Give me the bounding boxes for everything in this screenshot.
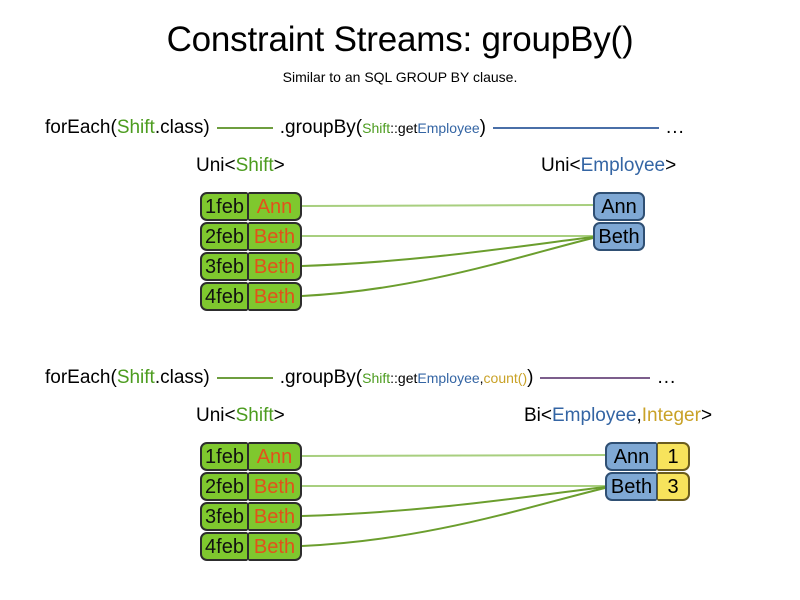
right-type-close-1: > [665, 155, 677, 176]
shift-row[interactable]: 4feb Beth [200, 282, 302, 311]
left-type-label-2: Uni<Shift> [196, 404, 285, 428]
employee-count-row[interactable]: Ann 1 [605, 442, 690, 471]
method-ref-separator: ::get [390, 120, 418, 136]
left-type-open-2: Uni< [196, 405, 236, 426]
shift-row[interactable]: 2feb Beth [200, 222, 302, 251]
shift-date-cell: 2feb [200, 222, 248, 251]
shift-row[interactable]: 2feb Beth [200, 472, 302, 501]
method-ref-separator: ::get [390, 370, 418, 386]
method-ref-owner: Shift [362, 370, 391, 386]
group-by-prefix: .groupBy( [279, 367, 363, 388]
for-each-suffix: .class) [154, 117, 210, 138]
right-type-label-1: Uni<Employee> [541, 154, 676, 178]
shift-employee-cell: Ann [248, 442, 302, 471]
right-type-open-2: Bi< [524, 405, 552, 426]
shift-date-cell: 4feb [200, 532, 248, 561]
link-4feb-beth [301, 237, 594, 297]
shift-date-cell: 1feb [200, 192, 248, 221]
shift-employee-cell: Beth [248, 222, 302, 251]
employee-row[interactable]: Ann [593, 192, 645, 221]
connector-green-2 [216, 377, 273, 379]
for-each-prefix: forEach( [45, 367, 117, 388]
shift-employee-cell: Beth [248, 532, 302, 561]
method-ref-target: Employee [417, 370, 480, 386]
employee-count-cell: 3 [657, 472, 690, 501]
shift-employee-cell: Ann [248, 192, 302, 221]
shift-date-cell: 3feb [200, 502, 248, 531]
for-each-type: Shift [116, 367, 155, 388]
employee-count-cell: 1 [657, 442, 690, 471]
code-line-groupby-count: forEach(Shift.class) .groupBy(Shift::get… [45, 365, 676, 391]
shift-employee-cell: Beth [248, 472, 302, 501]
left-type-close-2: > [273, 405, 285, 426]
right-type-generic-2: Employee [552, 405, 637, 426]
left-type-generic-2: Shift [235, 405, 274, 426]
shift-row[interactable]: 1feb Ann [200, 192, 302, 221]
for-each-prefix: forEach( [45, 117, 117, 138]
page-subtitle: Similar to an SQL GROUP BY clause. [282, 69, 518, 85]
employee-count-row[interactable]: Beth 3 [605, 472, 690, 501]
connector-purple-2 [540, 377, 651, 379]
page-title: Constraint Streams: groupBy() [166, 20, 634, 59]
argument-separator: , [479, 370, 484, 386]
left-type-generic-1: Shift [235, 155, 274, 176]
left-type-open-1: Uni< [196, 155, 236, 176]
connector-blue-1 [492, 127, 659, 129]
for-each-suffix: .class) [154, 367, 210, 388]
group-by-suffix: ) [527, 367, 534, 388]
link-1feb-ann [301, 204, 594, 207]
ellipsis-1: ... [665, 117, 685, 138]
shift-date-cell: 1feb [200, 442, 248, 471]
employee-row[interactable]: Beth [593, 222, 645, 251]
shift-date-cell: 3feb [200, 252, 248, 281]
code-line-groupby-single: forEach(Shift.class) .groupBy(Shift::get… [45, 115, 685, 141]
shift-date-cell: 2feb [200, 472, 248, 501]
connector-green-1 [216, 127, 273, 129]
right-type-separator-2: , [636, 405, 642, 426]
shift-employee-cell: Beth [248, 282, 302, 311]
method-ref-owner: Shift [362, 120, 391, 136]
right-type-open-1: Uni< [541, 155, 581, 176]
shift-row[interactable]: 3feb Beth [200, 252, 302, 281]
group-by-prefix: .groupBy( [279, 117, 363, 138]
left-type-label-1: Uni<Shift> [196, 154, 285, 178]
shift-row[interactable]: 4feb Beth [200, 532, 302, 561]
shift-date-cell: 4feb [200, 282, 248, 311]
employee-name-cell: Ann [605, 442, 657, 471]
collector-count: count() [483, 370, 528, 386]
right-type-generic-1: Employee [580, 155, 666, 176]
link-4feb-beth-count [301, 487, 606, 547]
employee-name-cell: Beth [593, 222, 645, 251]
employee-name-cell: Beth [605, 472, 657, 501]
shift-employee-cell: Beth [248, 502, 302, 531]
group-by-suffix: ) [479, 117, 486, 138]
right-type-close-2: > [700, 405, 713, 426]
link-3feb-beth [301, 236, 594, 267]
shift-employee-cell: Beth [248, 252, 302, 281]
for-each-type: Shift [116, 117, 155, 138]
ellipsis-2: ... [657, 367, 677, 388]
right-type-label-2: Bi<Employee, Integer> [524, 404, 712, 428]
employee-name-cell: Ann [593, 192, 645, 221]
method-ref-target: Employee [417, 120, 480, 136]
link-3feb-beth-count [301, 486, 606, 517]
link-1feb-ann-count [301, 454, 606, 457]
left-type-close-1: > [273, 155, 285, 176]
shift-row[interactable]: 1feb Ann [200, 442, 302, 471]
shift-row[interactable]: 3feb Beth [200, 502, 302, 531]
right-type-generic2-2: Integer [641, 405, 701, 426]
